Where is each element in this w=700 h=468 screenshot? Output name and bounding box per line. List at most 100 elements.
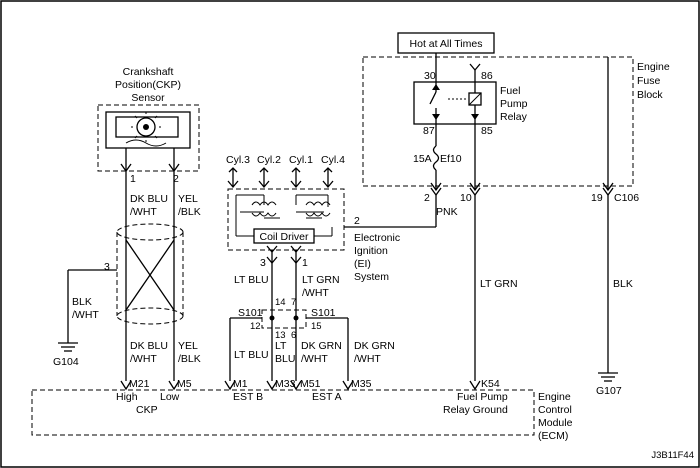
wire-lt-blu: LT BLU: [234, 274, 269, 286]
wire-blk-wht-1: BLK: [72, 296, 92, 308]
wire-dk-grn-2a: DK GRN: [354, 340, 395, 352]
ckp-label-1: Crankshaft: [123, 66, 174, 78]
s101-left: S101: [238, 307, 263, 319]
ecm-pin-m51: M51: [300, 378, 321, 390]
ecm-est-a: EST A: [312, 391, 342, 403]
wire-yel-1: YEL: [178, 193, 198, 205]
ecm-ckp: CKP: [136, 404, 158, 416]
wire-lt-grn-wht-1: LT GRN: [302, 274, 340, 286]
wire-dk-grn-2b: /WHT: [354, 353, 381, 365]
c106-pin-19: 19: [591, 192, 603, 204]
cyl1-label: Cyl.1: [289, 154, 313, 166]
wire-dkblu2-1: DK BLU: [130, 340, 168, 352]
wire-blk-wht-2: /WHT: [72, 309, 99, 321]
ckp-pin-2: 2: [173, 173, 179, 185]
ground-g104: G104: [53, 342, 79, 368]
fuse-ef10: 15A Ef10: [413, 145, 462, 190]
splice-pin-7: 7: [291, 297, 296, 308]
ecm-label-1: Engine: [538, 391, 571, 403]
wire-lt-blu-2: LT BLU: [234, 349, 269, 361]
fuel-pump-relay: 30 86 Fuel Pump Relay 87 85: [413, 63, 528, 190]
ecm-high: High: [116, 391, 138, 403]
ecm-label-2: Control: [538, 404, 572, 416]
wire-yel2-2: /BLK: [178, 353, 201, 365]
cyl4-label: Cyl.4: [321, 154, 345, 166]
ecm-relay-ground: Relay Ground: [443, 404, 508, 416]
power-source: Hot at All Times: [397, 32, 495, 70]
fuse-block-label-1: Engine: [637, 61, 670, 73]
ckp-pin-1: 1: [130, 173, 136, 185]
c106-pin-2: 2: [424, 192, 430, 204]
relay-pin-85: 85: [481, 125, 493, 137]
ecm-low: Low: [160, 391, 180, 403]
g107-label: G107: [596, 385, 622, 397]
wire-label-lt-grn: LT GRN: [480, 278, 518, 290]
coil-driver-label: Coil Driver: [259, 231, 309, 243]
ecm-pin-m5: M5: [177, 378, 192, 390]
ei-system: Cyl.3 Cyl.2 Cyl.1 Cyl.4 Coil Driver 2 El…: [226, 154, 400, 283]
wire-yel2-1: YEL: [178, 340, 198, 352]
ecm: M21 M5 M1 M33 M51 M35 K54 High Low CKP E…: [31, 378, 573, 442]
ground-g107: G107: [596, 372, 622, 397]
wire-lt-blu-3a: LT: [275, 340, 287, 352]
diagram-code: J3B11F44: [651, 450, 694, 461]
wire-label-blk: BLK: [613, 278, 633, 290]
ei-label-3: (EI): [354, 258, 371, 270]
splice-s101: S101 S101 14 7 12 15 13 6: [229, 297, 349, 381]
g104-label: G104: [53, 356, 79, 368]
wire-dkblu-1: DK BLU: [130, 193, 168, 205]
cyl3-label: Cyl.3: [226, 154, 250, 166]
ei-label-2: Ignition: [354, 245, 388, 257]
wire-label-pnk: PNK: [436, 206, 458, 218]
ckp-label-3: Sensor: [131, 92, 165, 104]
ei-pin-2: 2: [354, 215, 360, 227]
ei-label-1: Electronic: [354, 232, 400, 244]
fuse-name: Ef10: [440, 153, 462, 165]
splice-pin-6: 6: [291, 330, 296, 341]
wire-dkblu-2: /WHT: [130, 206, 157, 218]
ecm-fuel-pump: Fuel Pump: [457, 391, 508, 403]
ecm-est-b: EST B: [233, 391, 263, 403]
engine-fuse-block: Engine Fuse Block: [362, 56, 670, 187]
splice-pin-15: 15: [311, 321, 322, 332]
splice-pin-14: 14: [275, 297, 286, 308]
ecm-pin-k54: K54: [481, 378, 500, 390]
relay-label-3: Relay: [500, 111, 528, 123]
fuse-rating: 15A: [413, 153, 432, 165]
c106-pin-10: 10: [460, 192, 472, 204]
fuse-block-label-2: Fuse: [637, 75, 661, 87]
ecm-label-3: Module: [538, 417, 573, 429]
fuse-block-label-3: Block: [637, 89, 663, 101]
wire-dk-grn-1a: DK GRN: [301, 340, 342, 352]
ei-label-4: System: [354, 271, 389, 283]
relay-pin-86: 86: [481, 70, 493, 82]
wire-lt-blu-3b: BLU: [275, 353, 295, 365]
splice-pin-13: 13: [275, 330, 286, 341]
ei-pin-3: 3: [260, 257, 266, 269]
ecm-pin-m33: M33: [275, 378, 296, 390]
wire-lt-grn-wht-2: /WHT: [302, 287, 329, 299]
hot-at-all-times-label: Hot at All Times: [410, 38, 483, 50]
wire-dk-grn-1b: /WHT: [301, 353, 328, 365]
ckp-sensor: Crankshaft Position(CKP) Sensor 1 2: [97, 66, 200, 185]
relay-label-2: Pump: [500, 98, 528, 110]
ecm-label-4: (ECM): [538, 430, 568, 442]
twisted-pair-shield: [116, 223, 184, 325]
wire-yel-2: /BLK: [178, 206, 201, 218]
ei-pin-1: 1: [302, 257, 308, 269]
cyl2-label: Cyl.2: [257, 154, 281, 166]
ecm-pin-m35: M35: [351, 378, 372, 390]
c106-name: C106: [614, 192, 639, 204]
ecm-pin-m21: M21: [129, 378, 150, 390]
ecm-pin-m1: M1: [233, 378, 248, 390]
wire-dkblu2-2: /WHT: [130, 353, 157, 365]
relay-label-1: Fuel: [500, 85, 520, 97]
relay-pin-87: 87: [423, 125, 435, 137]
ckp-label-2: Position(CKP): [115, 79, 181, 91]
shield-pin-3: 3: [104, 261, 110, 273]
relay-pin-30: 30: [424, 70, 436, 82]
splice-pin-12: 12: [250, 321, 261, 332]
s101-right: S101: [311, 307, 336, 319]
